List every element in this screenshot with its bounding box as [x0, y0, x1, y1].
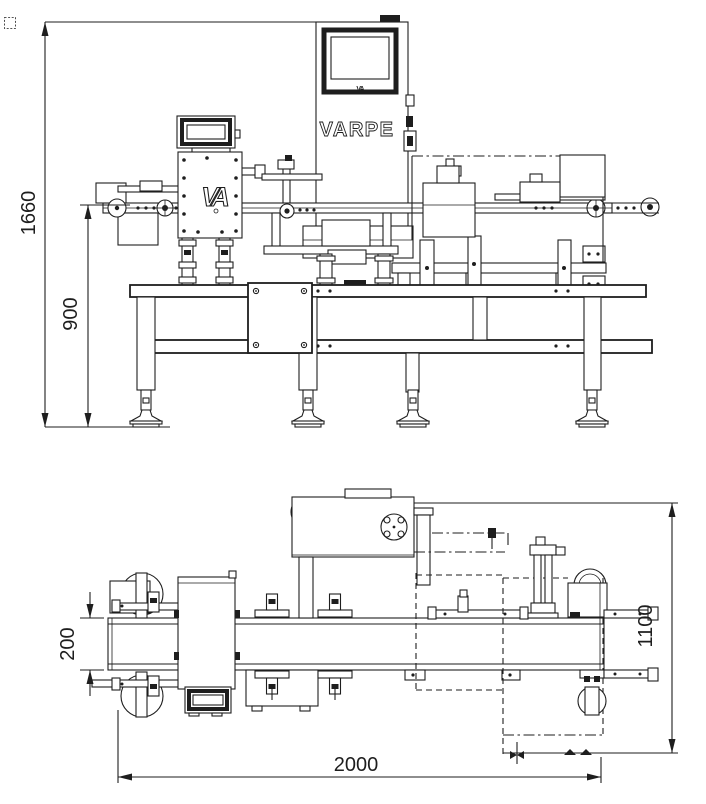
reject-pusher-plan [527, 536, 566, 619]
selection-marker [4, 17, 16, 29]
base-frame [129, 284, 653, 393]
metal-detector-plan [174, 570, 240, 717]
console-column-plan [416, 514, 431, 586]
console-plan [290, 488, 434, 619]
infeed-plate [117, 212, 159, 246]
console-top-tab [380, 15, 400, 22]
dimension-overall-depth: 1100 [414, 502, 678, 754]
dimension-belt-width: 200 [57, 592, 104, 696]
plan-view: 200 1100 2000 [57, 488, 678, 783]
dim-label-200: 200 [57, 627, 79, 660]
dim-label-1100: 1100 [635, 604, 657, 647]
detector-bolts [182, 156, 238, 234]
dimension-overall-height: 1660 [18, 21, 322, 427]
screen-logo-mark: VA [356, 86, 364, 93]
weigh-bracket [261, 155, 323, 204]
detector-head [177, 151, 243, 239]
console-gland-inner [407, 136, 413, 146]
reject-guard-outline [411, 154, 606, 263]
outfeed-assembly-plan [567, 568, 659, 716]
dimension-overall-length: 2000 [117, 710, 602, 783]
metal-detector: VA [176, 115, 243, 239]
detector-display-screen [186, 124, 226, 140]
control-console: VA VARPE [302, 15, 417, 288]
front-view: VA VARPE [18, 15, 660, 428]
belt-clamps-plan [254, 589, 529, 700]
console-column-plan [298, 556, 314, 619]
electrical-box [247, 282, 313, 354]
console-connector-icon [406, 116, 413, 127]
dim-label-2000: 2000 [334, 754, 379, 776]
console-connector-icon [405, 94, 415, 107]
leveling-feet [129, 389, 609, 428]
conveyor [95, 182, 660, 246]
dim-label-900: 900 [60, 297, 82, 330]
conveyor-bolt-dots [136, 206, 636, 212]
outfeed-motor-plan [567, 582, 608, 618]
reject-sub-beam [391, 262, 607, 274]
console-touchscreen [330, 36, 390, 80]
dim-label-1660: 1660 [18, 191, 40, 236]
sensor-icon [488, 528, 496, 538]
brand-logo: VARPE [320, 119, 395, 141]
dimension-conveyor-height: 900 [60, 204, 130, 427]
under-conveyor-supports [178, 212, 607, 297]
